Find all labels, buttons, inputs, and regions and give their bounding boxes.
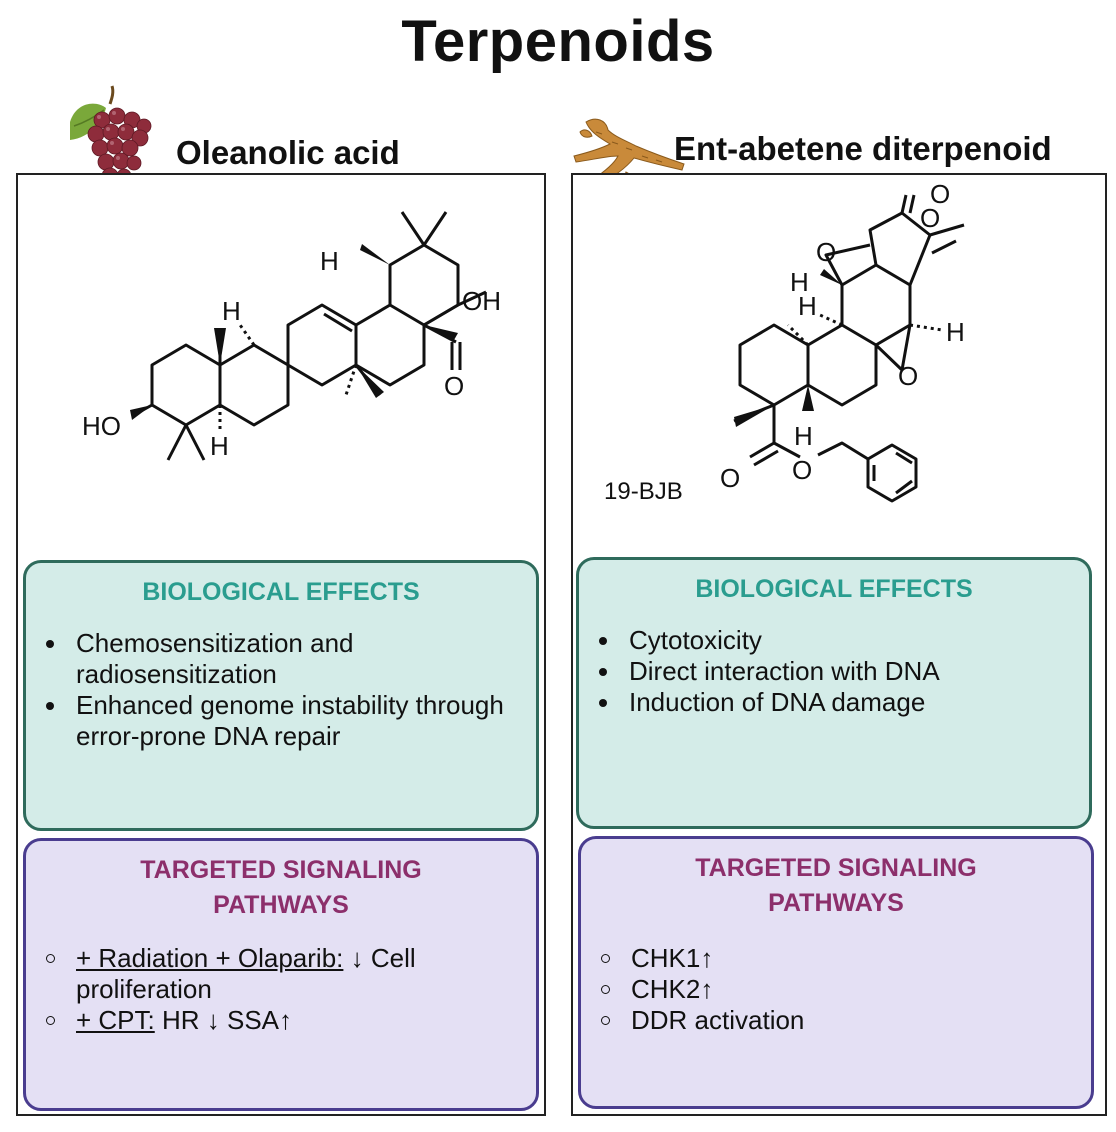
compound-code-label: 19-BJB	[604, 478, 683, 505]
structure-label-o: O	[444, 371, 464, 401]
list-item: CHK1↑	[581, 943, 1091, 974]
structure-label-h-4: H	[794, 421, 813, 451]
structure-label-h-bottom: H	[210, 431, 229, 461]
structure-label-h-mid: H	[222, 296, 241, 326]
compound-title-oleanolic-acid: Oleanolic acid	[176, 134, 400, 171]
effect-text: ↓ Cell proliferation	[76, 943, 416, 1004]
biological-effects-box-right: BIOLOGICAL EFFECTS Cytotoxicity Direct i…	[576, 557, 1092, 829]
structure-label-o-carbonyl: O	[930, 179, 950, 209]
oleanolic-acid-structure: OH O HO H H H	[82, 211, 501, 461]
biological-effects-box-left: BIOLOGICAL EFFECTS Chemosensitization an…	[23, 560, 539, 831]
structure-label-h-3: H	[946, 317, 965, 347]
structure-label-o-lactone-ring: O	[920, 203, 940, 233]
list-item: Cytotoxicity	[579, 625, 1089, 656]
list-item: CHK2↑	[581, 974, 1091, 1005]
structure-label-ho: HO	[82, 411, 121, 441]
list-item: + CPT: HR ↓ SSA↑	[26, 1005, 506, 1036]
ent-abetene-structure: O O O O O O H H H H	[720, 179, 965, 503]
targeted-pathways-box-left: TARGETED SIGNALING PATHWAYS + Radiation …	[23, 838, 539, 1111]
treatment-label: + CPT:	[76, 1005, 155, 1035]
structure-label-o-epoxide-top: O	[816, 237, 836, 267]
list-item: Direct interaction with DNA	[579, 656, 1089, 687]
treatment-label: + Radiation + Olaparib:	[76, 943, 344, 973]
targeted-pathways-heading-left: TARGETED SIGNALING PATHWAYS	[140, 856, 422, 919]
structure-label-o-ester: O	[792, 455, 812, 485]
compound-title-ent-abetene: Ent-abetene diterpenoid	[674, 130, 1052, 167]
structure-label-o-ester-carbonyl: O	[720, 463, 740, 493]
structure-label-o-epoxide-right: O	[898, 361, 918, 391]
list-item: Enhanced genome instability through erro…	[26, 690, 516, 752]
structure-label-h-2: H	[798, 291, 817, 321]
effect-text: HR ↓ SSA↑	[154, 1005, 292, 1035]
structure-label-oh: OH	[462, 286, 501, 316]
structure-label-h-1: H	[790, 267, 809, 297]
biological-effects-heading-left: BIOLOGICAL EFFECTS	[142, 578, 420, 606]
targeted-pathways-box-right: TARGETED SIGNALING PATHWAYS CHK1↑ CHK2↑ …	[578, 836, 1094, 1109]
list-item: Induction of DNA damage	[579, 687, 1089, 718]
list-item: DDR activation	[581, 1005, 1091, 1036]
list-item: + Radiation + Olaparib: ↓ Cell prolifera…	[26, 943, 506, 1005]
structure-label-h-top: H	[320, 246, 339, 276]
figure-title: Terpenoids	[401, 9, 715, 74]
biological-effects-heading-right: BIOLOGICAL EFFECTS	[695, 575, 973, 603]
list-item: Chemosensitization and radiosensitizatio…	[26, 628, 516, 690]
targeted-pathways-heading-right: TARGETED SIGNALING PATHWAYS	[695, 854, 977, 917]
